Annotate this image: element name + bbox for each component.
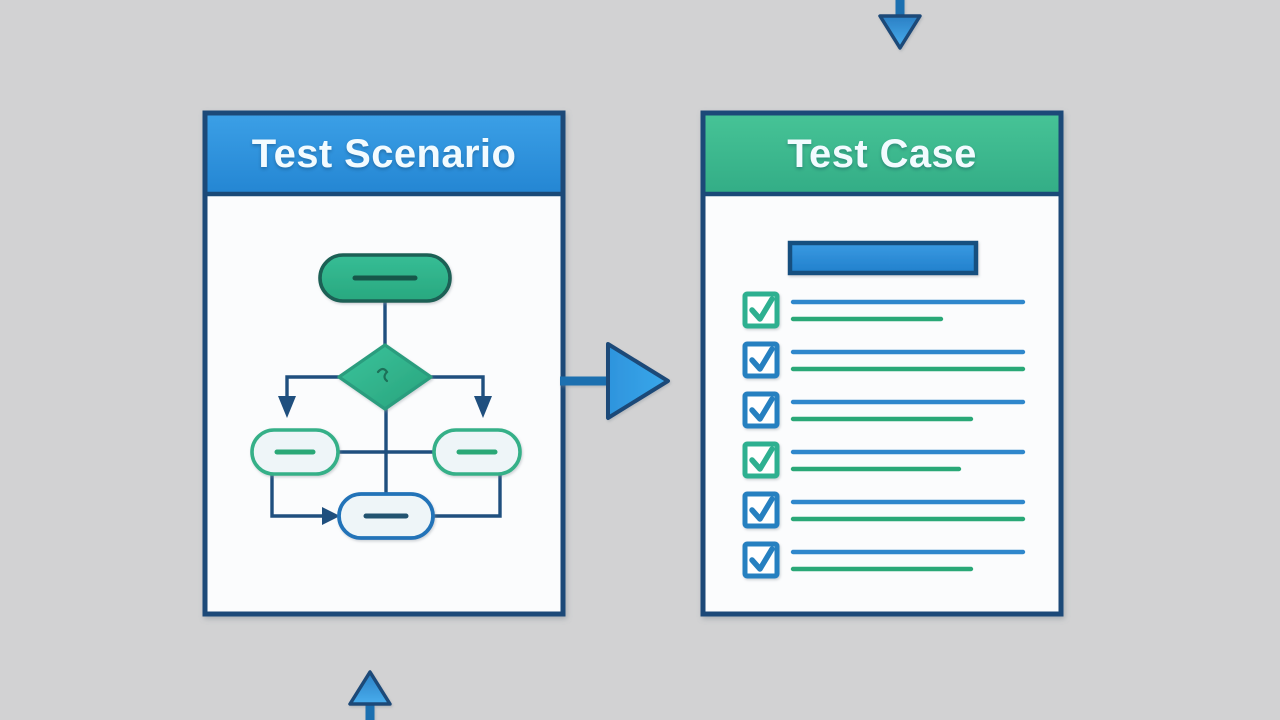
flow-node-branch-left[interactable] (250, 428, 340, 476)
flow-node-start[interactable] (318, 253, 452, 303)
outflow-arrow-bottom (348, 670, 392, 720)
flow-arrow-right (560, 342, 670, 420)
checkbox-checked-icon[interactable] (742, 491, 780, 529)
flow-node-decision[interactable] (337, 343, 433, 411)
checklist-row[interactable] (742, 541, 1026, 579)
flow-node-decision-glyph (376, 367, 389, 383)
flowchart-arrowheads (278, 396, 492, 525)
flow-node-end[interactable] (337, 492, 435, 540)
flow-node-branch-right[interactable] (432, 428, 522, 476)
flowchart-connectors (270, 299, 502, 518)
arrowhead-to-right-branch (474, 396, 492, 418)
testcase-title-bar (787, 240, 979, 276)
checkbox-checked-icon[interactable] (742, 541, 780, 579)
arrowhead-to-left-branch (278, 396, 296, 418)
checkbox-checked-icon[interactable] (742, 291, 780, 329)
checklist-row[interactable] (742, 341, 1026, 379)
card-test-scenario-header (207, 115, 561, 194)
arrowhead-to-end-node (322, 507, 340, 525)
checklist-row[interactable] (742, 391, 1026, 429)
card-test-case-header (705, 115, 1059, 194)
checkbox-checked-icon[interactable] (742, 391, 780, 429)
card-test-case[interactable] (700, 110, 1064, 617)
card-test-scenario[interactable] (202, 110, 566, 617)
inflow-arrow-top (878, 0, 922, 50)
checklist-row[interactable] (742, 291, 1026, 329)
checklist-row[interactable] (742, 441, 1026, 479)
checklist-row[interactable] (742, 491, 1026, 529)
checkbox-checked-icon[interactable] (742, 441, 780, 479)
checkbox-checked-icon[interactable] (742, 341, 780, 379)
